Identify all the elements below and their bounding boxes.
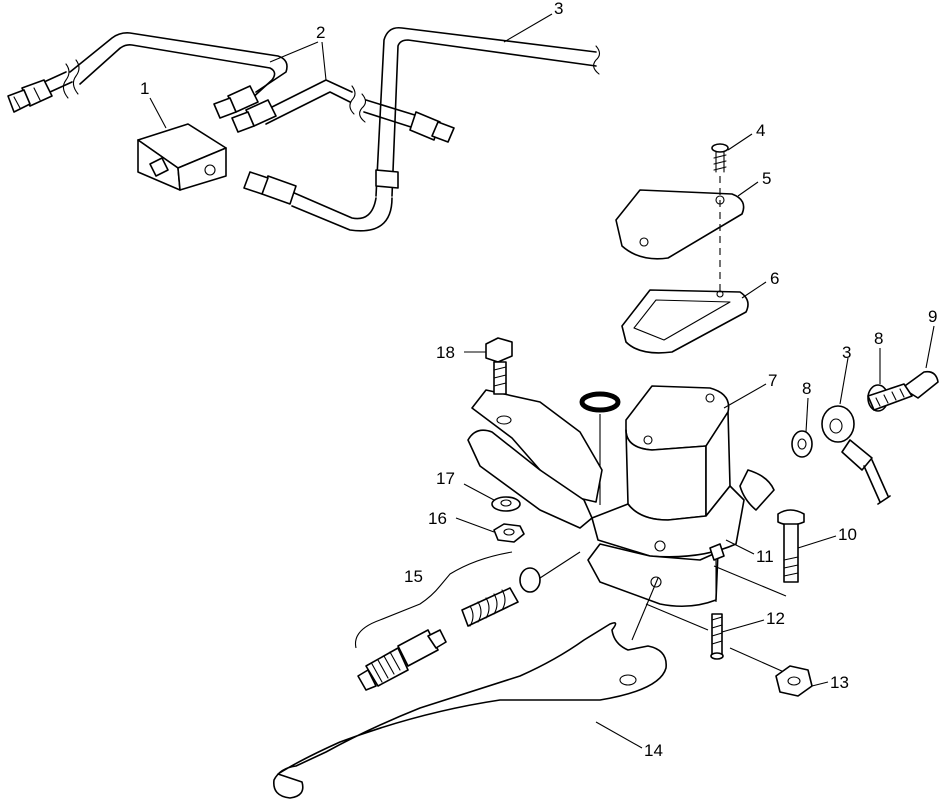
piston-assembly-15 bbox=[357, 567, 541, 691]
callout-7: 7 bbox=[768, 371, 777, 390]
brake-line-left bbox=[43, 32, 288, 101]
callout-11: 11 bbox=[756, 547, 774, 566]
callout-8b: 8 bbox=[874, 329, 883, 348]
nut-16 bbox=[493, 523, 525, 543]
callout-5: 5 bbox=[762, 169, 771, 188]
callout-9: 9 bbox=[928, 307, 937, 326]
callout-13: 13 bbox=[830, 673, 849, 692]
diaphragm-6 bbox=[621, 289, 749, 354]
bolt-18 bbox=[485, 337, 513, 395]
fitting-line-2-a bbox=[213, 85, 259, 119]
callout-15: 15 bbox=[404, 567, 423, 586]
o-ring bbox=[579, 391, 621, 413]
bracket-15 bbox=[354, 551, 513, 649]
brake-line-right bbox=[243, 26, 601, 232]
callout-12: 12 bbox=[766, 609, 785, 628]
pin-11 bbox=[709, 543, 725, 561]
master-cylinder-body-7 bbox=[587, 385, 775, 608]
bolt-10 bbox=[777, 509, 805, 583]
callout-3b: 3 bbox=[842, 343, 851, 362]
reservoir-cover-5 bbox=[615, 189, 745, 260]
screw-12 bbox=[710, 613, 724, 660]
callout-17: 17 bbox=[436, 469, 455, 488]
washer-8-left bbox=[791, 430, 813, 458]
banjo-bolt-9 bbox=[867, 370, 939, 411]
callout-3: 3 bbox=[554, 0, 563, 18]
callout-6: 6 bbox=[770, 269, 779, 288]
callout-10: 10 bbox=[838, 525, 857, 544]
callout-2: 2 bbox=[316, 23, 325, 42]
callout-8a: 8 bbox=[802, 379, 811, 398]
washer-17 bbox=[491, 496, 521, 512]
fitting-left-end bbox=[7, 79, 53, 113]
banjo-fitting-3 bbox=[821, 405, 891, 505]
brake-lever-14 bbox=[273, 622, 667, 799]
callout-4: 4 bbox=[756, 121, 765, 140]
callout-14: 14 bbox=[644, 741, 663, 760]
brake-junction-block bbox=[137, 123, 227, 191]
callout-16: 16 bbox=[428, 509, 447, 528]
leader-lines bbox=[149, 13, 935, 749]
screw-4 bbox=[711, 143, 729, 173]
callout-18: 18 bbox=[436, 343, 455, 362]
callouts: 1 2 3 4 5 6 7 3 8 8 9 10 11 12 13 14 15 … bbox=[140, 0, 937, 760]
handlebar-clamp bbox=[467, 389, 603, 529]
callout-1: 1 bbox=[140, 79, 149, 98]
